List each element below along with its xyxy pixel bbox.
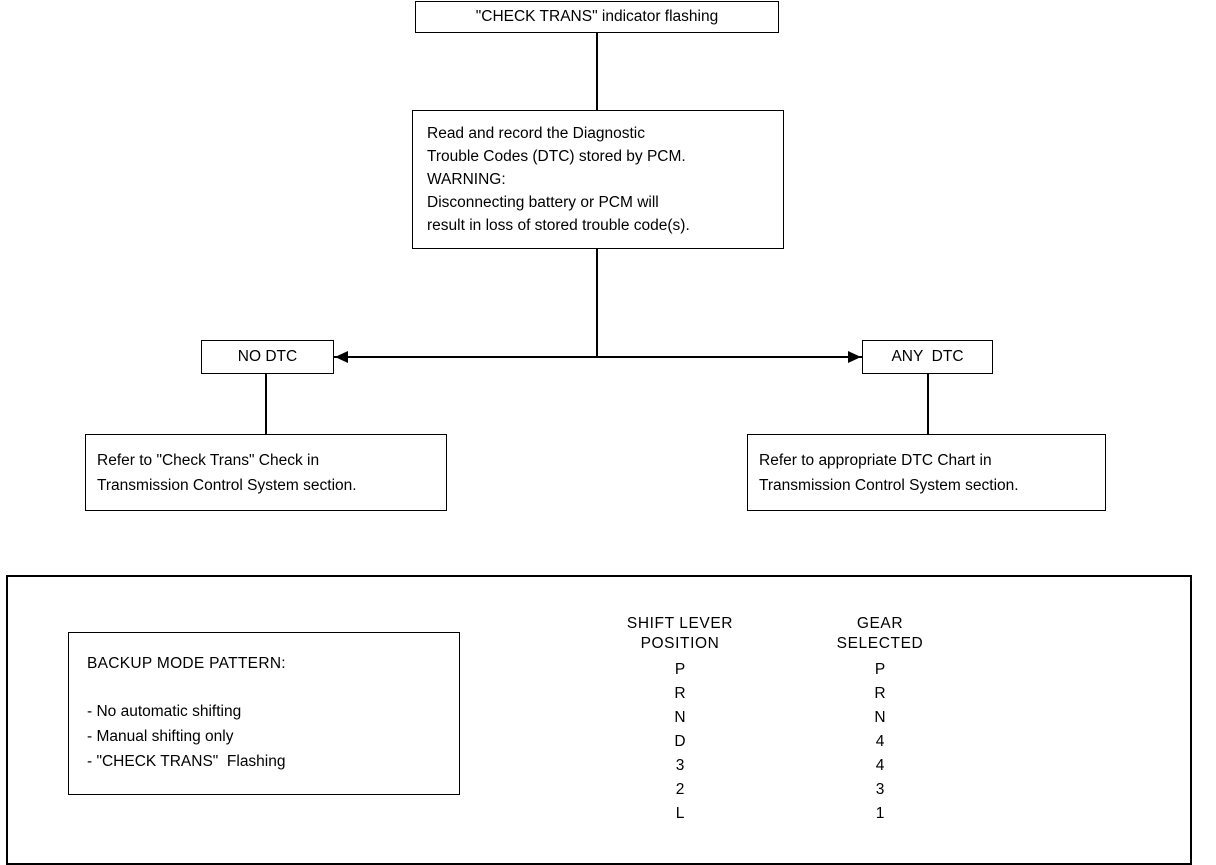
- backup-mode-bullet-2: - Manual shifting only: [87, 728, 234, 745]
- title-box: "CHECK TRANS" indicator flashing: [415, 1, 779, 33]
- any-dtc-box: ANY DTC: [862, 340, 993, 374]
- connector-any-dtc-down: [927, 374, 929, 434]
- gear-selected-cell: R: [874, 685, 886, 702]
- any-dtc-label: ANY DTC: [891, 348, 964, 365]
- shift-lever-cell: R: [674, 685, 686, 702]
- no-dtc-box: NO DTC: [201, 340, 334, 374]
- gear-selected-cell: 1: [875, 805, 885, 822]
- no-dtc-label: NO DTC: [237, 348, 298, 365]
- gear-selection-table: SHIFT LEVER POSITION P R N D 3 2 L GEAR …: [580, 614, 980, 826]
- arrowhead-left-icon: [335, 350, 348, 363]
- gear-selected-cell: 4: [875, 733, 885, 750]
- right-result-box: Refer to appropriate DTC Chart in Transm…: [747, 434, 1106, 511]
- arrowhead-right-icon: [848, 350, 861, 363]
- gear-selected-cell: 3: [875, 781, 885, 798]
- instruction-line-1: Read and record the Diagnostic: [427, 125, 645, 142]
- shift-lever-cell: 2: [675, 781, 685, 798]
- shift-lever-cell: D: [674, 733, 686, 750]
- instruction-line-2: Trouble Codes (DTC) stored by PCM.: [427, 148, 686, 165]
- connector-decision-branch: [334, 356, 862, 358]
- shift-lever-cell: 3: [675, 757, 685, 774]
- gear-selected-column: GEAR SELECTED P R N 4 4 3 1: [780, 614, 980, 826]
- instruction-line-5: result in loss of stored trouble code(s)…: [427, 217, 690, 234]
- shift-lever-header-line-1: SHIFT LEVER: [626, 615, 734, 632]
- instruction-box: Read and record the Diagnostic Trouble C…: [412, 110, 784, 249]
- instruction-line-3: WARNING:: [427, 171, 506, 188]
- left-result-box: Refer to "Check Trans" Check in Transmis…: [85, 434, 447, 511]
- title-box-text: "CHECK TRANS" indicator flashing: [475, 8, 719, 25]
- left-result-line-2: Transmission Control System section.: [97, 476, 357, 494]
- connector-instruction-down: [596, 249, 598, 357]
- backup-mode-box: BACKUP MODE PATTERN: - No automatic shif…: [68, 632, 460, 795]
- gear-selected-cell: P: [874, 661, 886, 678]
- shift-lever-cell: N: [674, 709, 686, 726]
- shift-lever-cell: P: [674, 661, 686, 678]
- right-result-line-1: Refer to appropriate DTC Chart in: [759, 451, 992, 469]
- shift-lever-cell: L: [675, 805, 685, 822]
- backup-mode-bullet-1: - No automatic shifting: [87, 703, 242, 720]
- shift-lever-header-line-2: POSITION: [640, 635, 720, 652]
- backup-mode-bullet-3: - "CHECK TRANS" Flashing: [87, 753, 286, 770]
- gear-selected-header-line-1: GEAR: [856, 615, 904, 632]
- connector-title-to-instruction: [596, 33, 598, 110]
- left-result-line-1: Refer to "Check Trans" Check in: [97, 451, 320, 469]
- shift-lever-position-column: SHIFT LEVER POSITION P R N D 3 2 L: [580, 614, 780, 826]
- backup-mode-heading: BACKUP MODE PATTERN:: [87, 655, 286, 672]
- instruction-line-4: Disconnecting battery or PCM will: [427, 194, 659, 211]
- gear-selected-cell: N: [874, 709, 886, 726]
- gear-selected-header-line-2: SELECTED: [836, 635, 924, 652]
- connector-no-dtc-down: [265, 374, 267, 434]
- right-result-line-2: Transmission Control System section.: [759, 476, 1019, 494]
- gear-selected-cell: 4: [875, 757, 885, 774]
